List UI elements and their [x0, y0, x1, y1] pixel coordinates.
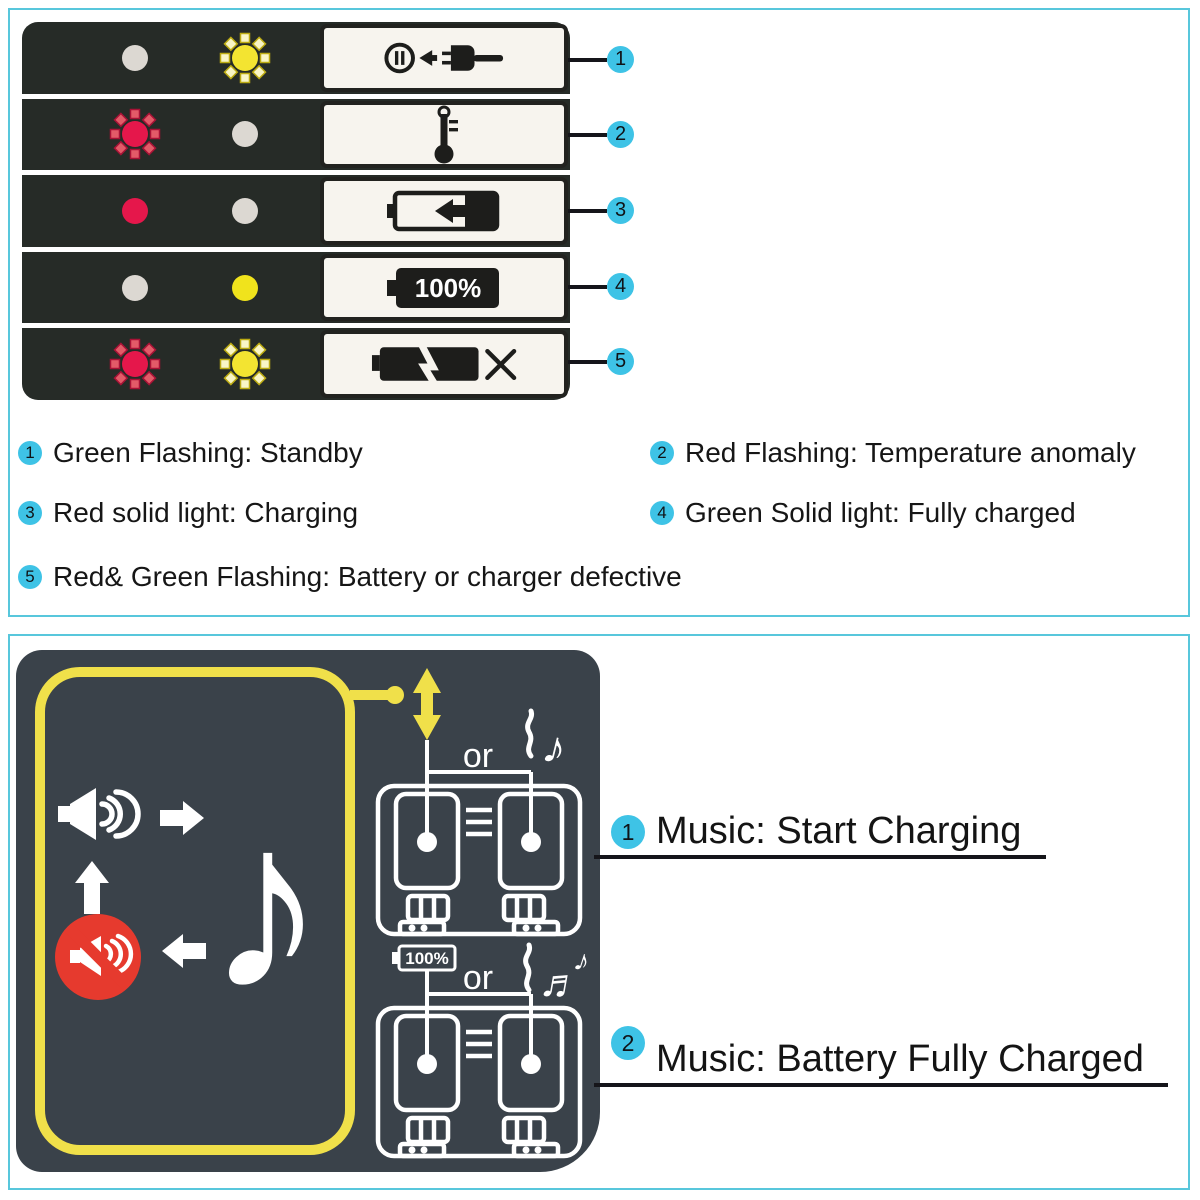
legend-text-4: Green Solid light: Fully charged [685, 497, 1076, 528]
charger-2-led-lines [425, 970, 533, 1064]
callout-line-4 [568, 285, 607, 289]
green-led [219, 32, 271, 84]
charger-diagram-1 [378, 786, 580, 934]
svg-text:♪: ♪ [538, 719, 573, 775]
indicator-row-3 [22, 175, 570, 252]
legend-text-3: Red solid light: Charging [53, 497, 359, 528]
music-callout-line-1 [594, 855, 1046, 859]
indicator-row-1 [22, 22, 570, 99]
legend-item-3: 3 Red solid light: Charging [18, 497, 358, 529]
battery-full-icon: 100% [387, 267, 499, 308]
charger-diagram-2 [378, 1008, 580, 1156]
or-text-2: or [463, 959, 493, 997]
music-notes-icon-1: ♪ [525, 708, 573, 775]
music-badge-2: 2 [611, 1026, 645, 1060]
speaker-on-icon [58, 788, 141, 840]
or-text-1: or [463, 737, 493, 775]
charger-1-led-lines [425, 740, 533, 842]
green-led [219, 262, 271, 314]
music-badge-1: 1 [611, 815, 645, 849]
icon-cell [320, 330, 568, 398]
legend-badge-4: 4 [650, 501, 674, 525]
legend-badge-2: 2 [650, 441, 674, 465]
battery-defective-icon [371, 342, 517, 387]
battery-charging-icon [387, 190, 500, 232]
green-led [219, 338, 271, 390]
legend-text-2: Red Flashing: Temperature anomaly [685, 437, 1136, 468]
icon-cell [320, 177, 568, 245]
red-led [109, 32, 161, 84]
callout-badge-2: 2 [607, 121, 634, 148]
music-note-icon: ♪ [206, 771, 326, 1039]
legend-item-2: 2 Red Flashing: Temperature anomaly [650, 437, 1136, 469]
callout-badge-4: 4 [607, 273, 634, 300]
red-led [109, 262, 161, 314]
music-notes-icon-2: ♬ ♪ [523, 942, 594, 1011]
icon-cell [320, 24, 568, 92]
callout-line-3 [568, 209, 607, 213]
button-connector [350, 668, 441, 740]
arrow-up-icon [75, 861, 109, 914]
speaker-muted-icon [55, 914, 141, 1000]
callout-line-1 [568, 58, 607, 62]
yellow-outline [35, 667, 355, 1155]
battery-percent-text: 100% [415, 273, 482, 303]
legend-badge-3: 3 [18, 501, 42, 525]
legend-item-5: 5 Red& Green Flashing: Battery or charge… [18, 561, 682, 593]
callout-line-5 [568, 360, 607, 364]
green-led [219, 185, 271, 237]
svg-text:♬: ♬ [536, 957, 586, 1011]
indicator-row-2 [22, 99, 570, 176]
legend-text-5: Red& Green Flashing: Battery or charger … [53, 561, 682, 592]
icon-cell: 100% [320, 253, 568, 322]
arrow-right-icon [160, 801, 204, 835]
green-led [219, 108, 271, 160]
icon-cell [320, 100, 568, 169]
svg-text:♪: ♪ [570, 943, 594, 979]
thermometer-icon [434, 105, 458, 164]
red-led [109, 108, 161, 160]
led-indicator-label: 100% [22, 22, 570, 400]
red-led [109, 185, 161, 237]
indicator-row-5 [22, 328, 570, 400]
legend-item-1: 1 Green Flashing: Standby [18, 437, 363, 469]
legend-text-1: Green Flashing: Standby [53, 437, 363, 468]
legend-badge-1: 1 [18, 441, 42, 465]
arrow-left-icon [162, 934, 206, 968]
legend-badge-5: 5 [18, 565, 42, 589]
callout-line-2 [568, 133, 607, 137]
indicator-row-4: 100% [22, 252, 570, 329]
music-callout-text-2: Music: Battery Fully Charged [656, 1038, 1144, 1080]
battery-percent-text: 100% [405, 949, 448, 968]
updown-arrow-icon [413, 668, 441, 740]
standby-plug-icon [384, 42, 504, 74]
music-indicator-label: ♪ [16, 650, 600, 1172]
music-callout-line-2 [594, 1083, 1168, 1087]
legend-item-4: 4 Green Solid light: Fully charged [650, 497, 1076, 529]
battery-full-tag: 100% [392, 944, 457, 972]
music-callout-text-1: Music: Start Charging [656, 810, 1022, 852]
red-led [109, 338, 161, 390]
callout-badge-3: 3 [607, 197, 634, 224]
callout-badge-5: 5 [607, 348, 634, 375]
callout-badge-1: 1 [607, 46, 634, 73]
